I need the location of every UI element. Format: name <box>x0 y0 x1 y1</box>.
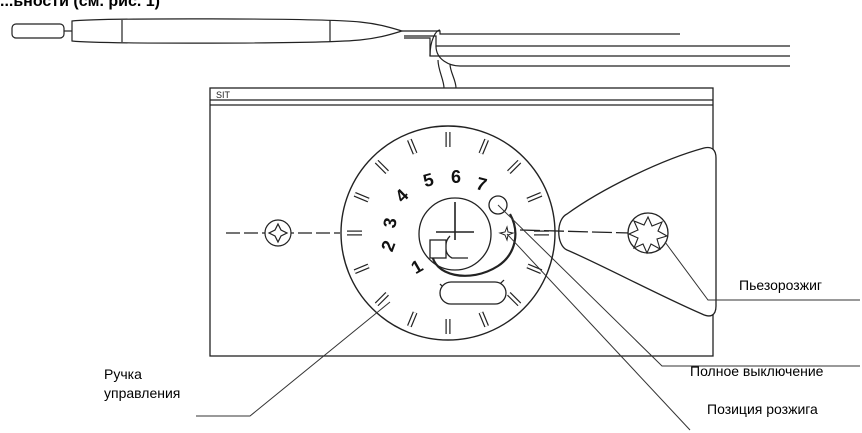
dial-tick-inner <box>526 193 542 202</box>
dial-tick-inner <box>408 311 417 327</box>
dial-number-7: 7 <box>474 173 489 195</box>
callout-full-off: Полное выключение <box>690 363 824 379</box>
dial-tick-inner <box>354 193 370 202</box>
dial-center <box>418 197 517 305</box>
dial-tick-inner <box>375 292 389 306</box>
callout-knob-line1: Ручка <box>104 366 142 382</box>
brand-label: SIT <box>216 90 231 100</box>
capillary-tubes <box>402 29 790 89</box>
dial-tick-inner <box>526 264 542 273</box>
thermocouple-probe <box>11 18 405 44</box>
dial-tick-inner <box>507 292 521 306</box>
callout-ignition-position: Позиция розжига <box>707 401 818 417</box>
dial-number-3: 3 <box>379 216 400 229</box>
screw-icon <box>226 219 340 247</box>
control-knob[interactable]: 1 2 3 4 5 6 7 <box>340 125 556 341</box>
dial-tick-inner <box>354 264 370 273</box>
dial-number-5: 5 <box>421 169 436 191</box>
dial-tick-inner <box>479 139 488 155</box>
dial-ticks <box>347 132 549 334</box>
dial-tick-inner <box>375 160 389 174</box>
leader-lines <box>196 204 860 431</box>
dial-tick-inner <box>507 160 521 174</box>
callout-knob-line2: управления <box>104 385 181 401</box>
piezo-ignitor[interactable] <box>519 146 717 317</box>
callout-piezo-ignition: Пьезорозжиг <box>739 277 823 293</box>
dial-number-6: 6 <box>451 167 461 187</box>
page-heading: ...ьности (см. рис. 1) <box>0 0 160 10</box>
dial-tick-inner <box>479 311 488 327</box>
dial-tick-inner <box>408 139 417 155</box>
